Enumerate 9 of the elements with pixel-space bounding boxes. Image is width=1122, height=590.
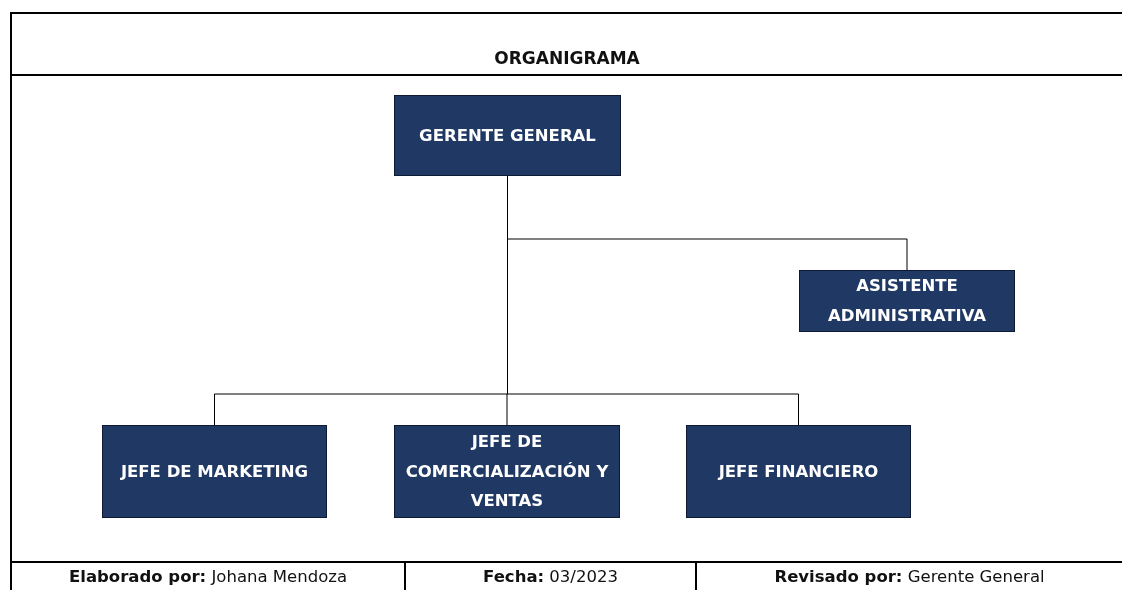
position-box: JEFE DE COMERCIALIZACIÓN Y VENTAS [394,425,620,518]
footer-text: Revisado por: Gerente General [774,567,1045,586]
position-box: JEFE DE MARKETING [102,425,327,518]
position-box: GERENTE GENERAL [394,95,621,176]
chart-title: ORGANIGRAMA [494,48,640,68]
footer-text: Elaborado por: Johana Mendoza [68,567,347,586]
footer-text: Fecha: 03/2023 [483,567,618,586]
position-box: JEFE FINANCIERO [686,425,911,518]
position-box: ASISTENTE ADMINISTRATIVA [799,270,1015,332]
